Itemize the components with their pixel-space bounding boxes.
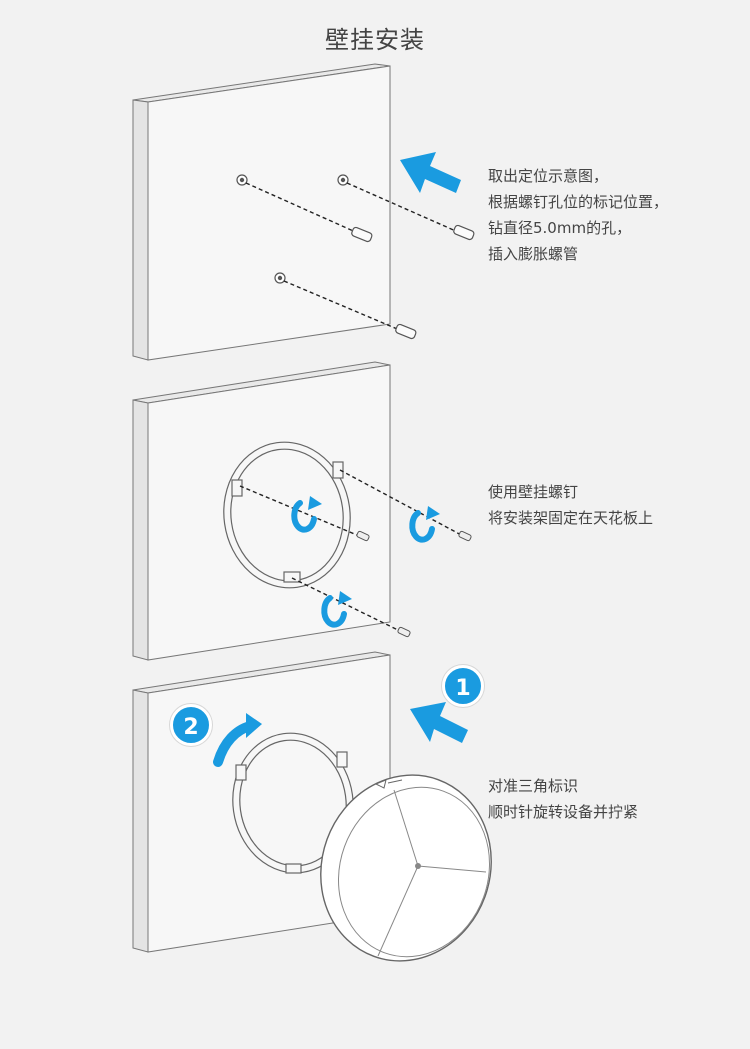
step-3-text: 对准三角标识 顺时针旋转设备并拧紧 bbox=[488, 773, 638, 825]
step-3-line: 顺时针旋转设备并拧紧 bbox=[488, 803, 639, 821]
mounting-ring-1 bbox=[223, 441, 351, 589]
anchor-plugs bbox=[351, 224, 475, 340]
step-2-text: 使用壁挂螺钉 将安装架固定在天花板上 bbox=[488, 479, 653, 531]
drill-holes bbox=[236, 174, 349, 284]
step-1-line: 根据螺钉孔位的标记位置， bbox=[488, 193, 669, 211]
arrow-icon-rotate bbox=[213, 713, 262, 767]
step-2-line: 将安装架固定在天花板上 bbox=[488, 509, 654, 527]
step-1-line: 取出定位示意图， bbox=[488, 167, 609, 185]
page-title: 壁挂安装 bbox=[325, 26, 425, 54]
rotate-icon bbox=[291, 496, 440, 628]
step-2-line: 使用壁挂螺钉 bbox=[488, 483, 579, 501]
step-badge-1: 1 bbox=[442, 665, 484, 707]
step-3-line: 对准三角标识 bbox=[488, 777, 579, 795]
step-1-line: 插入膨胀螺管 bbox=[488, 245, 579, 263]
arrow-icon-push bbox=[400, 152, 461, 193]
wall-screws bbox=[356, 530, 472, 638]
alignment-dashes-2 bbox=[239, 469, 466, 634]
device-body bbox=[320, 774, 492, 962]
mounting-ring-2 bbox=[232, 732, 354, 874]
step-1-text: 取出定位示意图， 根据螺钉孔位的标记位置， 钻直径5.0mm的孔， 插入膨胀螺管 bbox=[488, 163, 668, 267]
alignment-dashes-1 bbox=[245, 182, 459, 332]
step-badge-2: 2 bbox=[170, 704, 212, 746]
arrow-icon-push-2 bbox=[410, 702, 468, 743]
wall-panel-2 bbox=[132, 361, 391, 661]
wall-panel-1 bbox=[132, 63, 391, 361]
triangle-mark-icon bbox=[374, 779, 403, 789]
step-1-line: 钻直径5.0mm的孔， bbox=[488, 219, 632, 237]
